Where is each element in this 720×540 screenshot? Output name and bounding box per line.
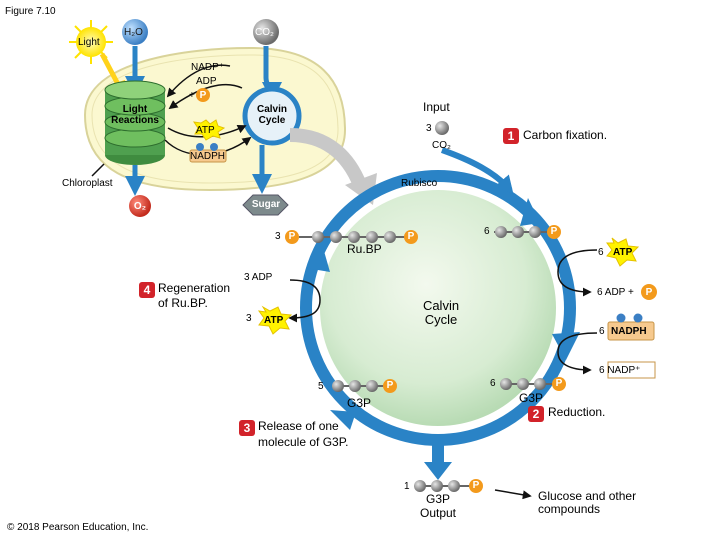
step4-line2: of Ru.BP. xyxy=(158,296,208,310)
overview-atp-label: ATP xyxy=(196,125,215,136)
chloroplast-label: Chloroplast xyxy=(62,178,113,189)
overview-nadph-label: NADPH xyxy=(190,151,226,162)
g3p-left-label: G3P xyxy=(347,396,372,410)
h2o-molecule-icon xyxy=(122,19,148,45)
step3-line2: molecule of G3P. xyxy=(258,435,349,449)
input-title: Input xyxy=(423,100,450,114)
nadp-bar-icon xyxy=(607,361,656,379)
co2-input-molecule-icon xyxy=(435,121,449,135)
g3p-right-p: P xyxy=(555,378,563,389)
adp-label: ADP xyxy=(196,76,217,87)
sugar-icon xyxy=(242,194,289,216)
g3p-right-chain-icon xyxy=(500,377,566,391)
overview-atp-star-icon xyxy=(192,119,226,141)
nadp-plus-label: NADP⁺ xyxy=(191,62,225,73)
g3p-left-count: 5 xyxy=(318,381,324,392)
zoom-arrow xyxy=(289,128,367,188)
output-molecule: G3P xyxy=(425,492,450,506)
output-count: 1 xyxy=(404,481,410,492)
output-label: Output xyxy=(419,506,457,520)
mini-calvin-cycle-label: Calvin Cycle xyxy=(256,104,287,126)
nadp-out-label: 6 NADP⁺ xyxy=(599,365,641,376)
step4-line1: Regeneration xyxy=(158,281,231,295)
rubp-chain-icon xyxy=(285,230,418,244)
overview-phosphate-icon xyxy=(196,88,210,102)
o2-label: O₂ xyxy=(133,201,147,212)
pga-p: P xyxy=(550,226,558,237)
light-label: Light xyxy=(78,37,100,48)
o2-molecule-icon xyxy=(129,195,151,217)
nadph-count: 6 xyxy=(599,326,605,337)
calvin-cycle-body xyxy=(320,190,556,426)
rubp-label: Ru.BP xyxy=(347,242,382,256)
glucose-line2: compounds xyxy=(538,502,601,516)
atp-right-label: ATP xyxy=(613,247,633,258)
sugar-label: Sugar xyxy=(251,199,281,210)
adp-out-p: P xyxy=(645,287,653,298)
light-sun-icon xyxy=(69,20,113,64)
center-line2: Cycle xyxy=(424,312,458,327)
atp-star-left-icon xyxy=(257,305,293,335)
regen-adp-label: 3 ADP xyxy=(244,272,273,283)
plus-label: + xyxy=(189,90,195,101)
adp-out-label: 6 ADP + xyxy=(597,287,634,298)
g3p-left-p: P xyxy=(386,380,394,391)
rubisco-label: Rubisco xyxy=(401,178,438,189)
step1-badge: 1 xyxy=(503,128,519,144)
g3p-left-chain-icon xyxy=(332,379,397,393)
g3p-right-count: 6 xyxy=(490,378,496,389)
nadph-label: NADPH xyxy=(611,326,647,337)
center-line1: Calvin xyxy=(422,298,460,313)
co2-molecule-icon xyxy=(253,19,279,45)
rubp-p-left: P xyxy=(288,231,296,242)
co2-label: CO₂ xyxy=(255,27,274,38)
step1-label: Carbon fixation. xyxy=(523,128,608,142)
overview-p-label: P xyxy=(199,90,207,101)
atp-star-right-icon xyxy=(606,237,640,267)
rubp-count: 3 xyxy=(275,231,281,242)
input-count: 3 xyxy=(426,123,432,134)
rubp-p-right: P xyxy=(407,231,415,242)
step2-label: Reduction. xyxy=(548,405,606,419)
atp-count: 6 xyxy=(598,247,604,258)
h2o-label: H₂O xyxy=(124,27,143,38)
glucose-line1: Glucose and other xyxy=(538,489,637,503)
adp-phosphate-icon xyxy=(641,284,657,300)
figure-label: Figure 7.10 xyxy=(5,6,56,17)
step3-badge: 3 xyxy=(239,420,255,436)
pga-chain-icon xyxy=(494,225,561,239)
copyright: © 2018 Pearson Education, Inc. xyxy=(7,522,149,533)
thylakoid-stack-icon xyxy=(104,80,166,165)
overview-nadph-bar xyxy=(189,149,227,163)
light-reactions-label: Light Reactions xyxy=(111,104,159,126)
output-p: P xyxy=(472,480,480,491)
nadph-bar-icon xyxy=(607,321,655,341)
g3p-output-chain-icon xyxy=(414,479,483,493)
input-molecule: CO₂ xyxy=(432,140,451,151)
step2-badge: 2 xyxy=(528,406,544,422)
mini-calvin-cycle-icon xyxy=(242,86,302,146)
regen-atp-label: ATP xyxy=(264,315,284,326)
pga-count: 6 xyxy=(484,226,490,237)
regen-atp-count: 3 xyxy=(246,313,252,324)
step3-line1: Release of one xyxy=(258,419,339,433)
chloroplast-inner xyxy=(91,54,339,184)
step4-badge: 4 xyxy=(139,282,155,298)
g3p-right-label: G3P xyxy=(519,391,544,405)
